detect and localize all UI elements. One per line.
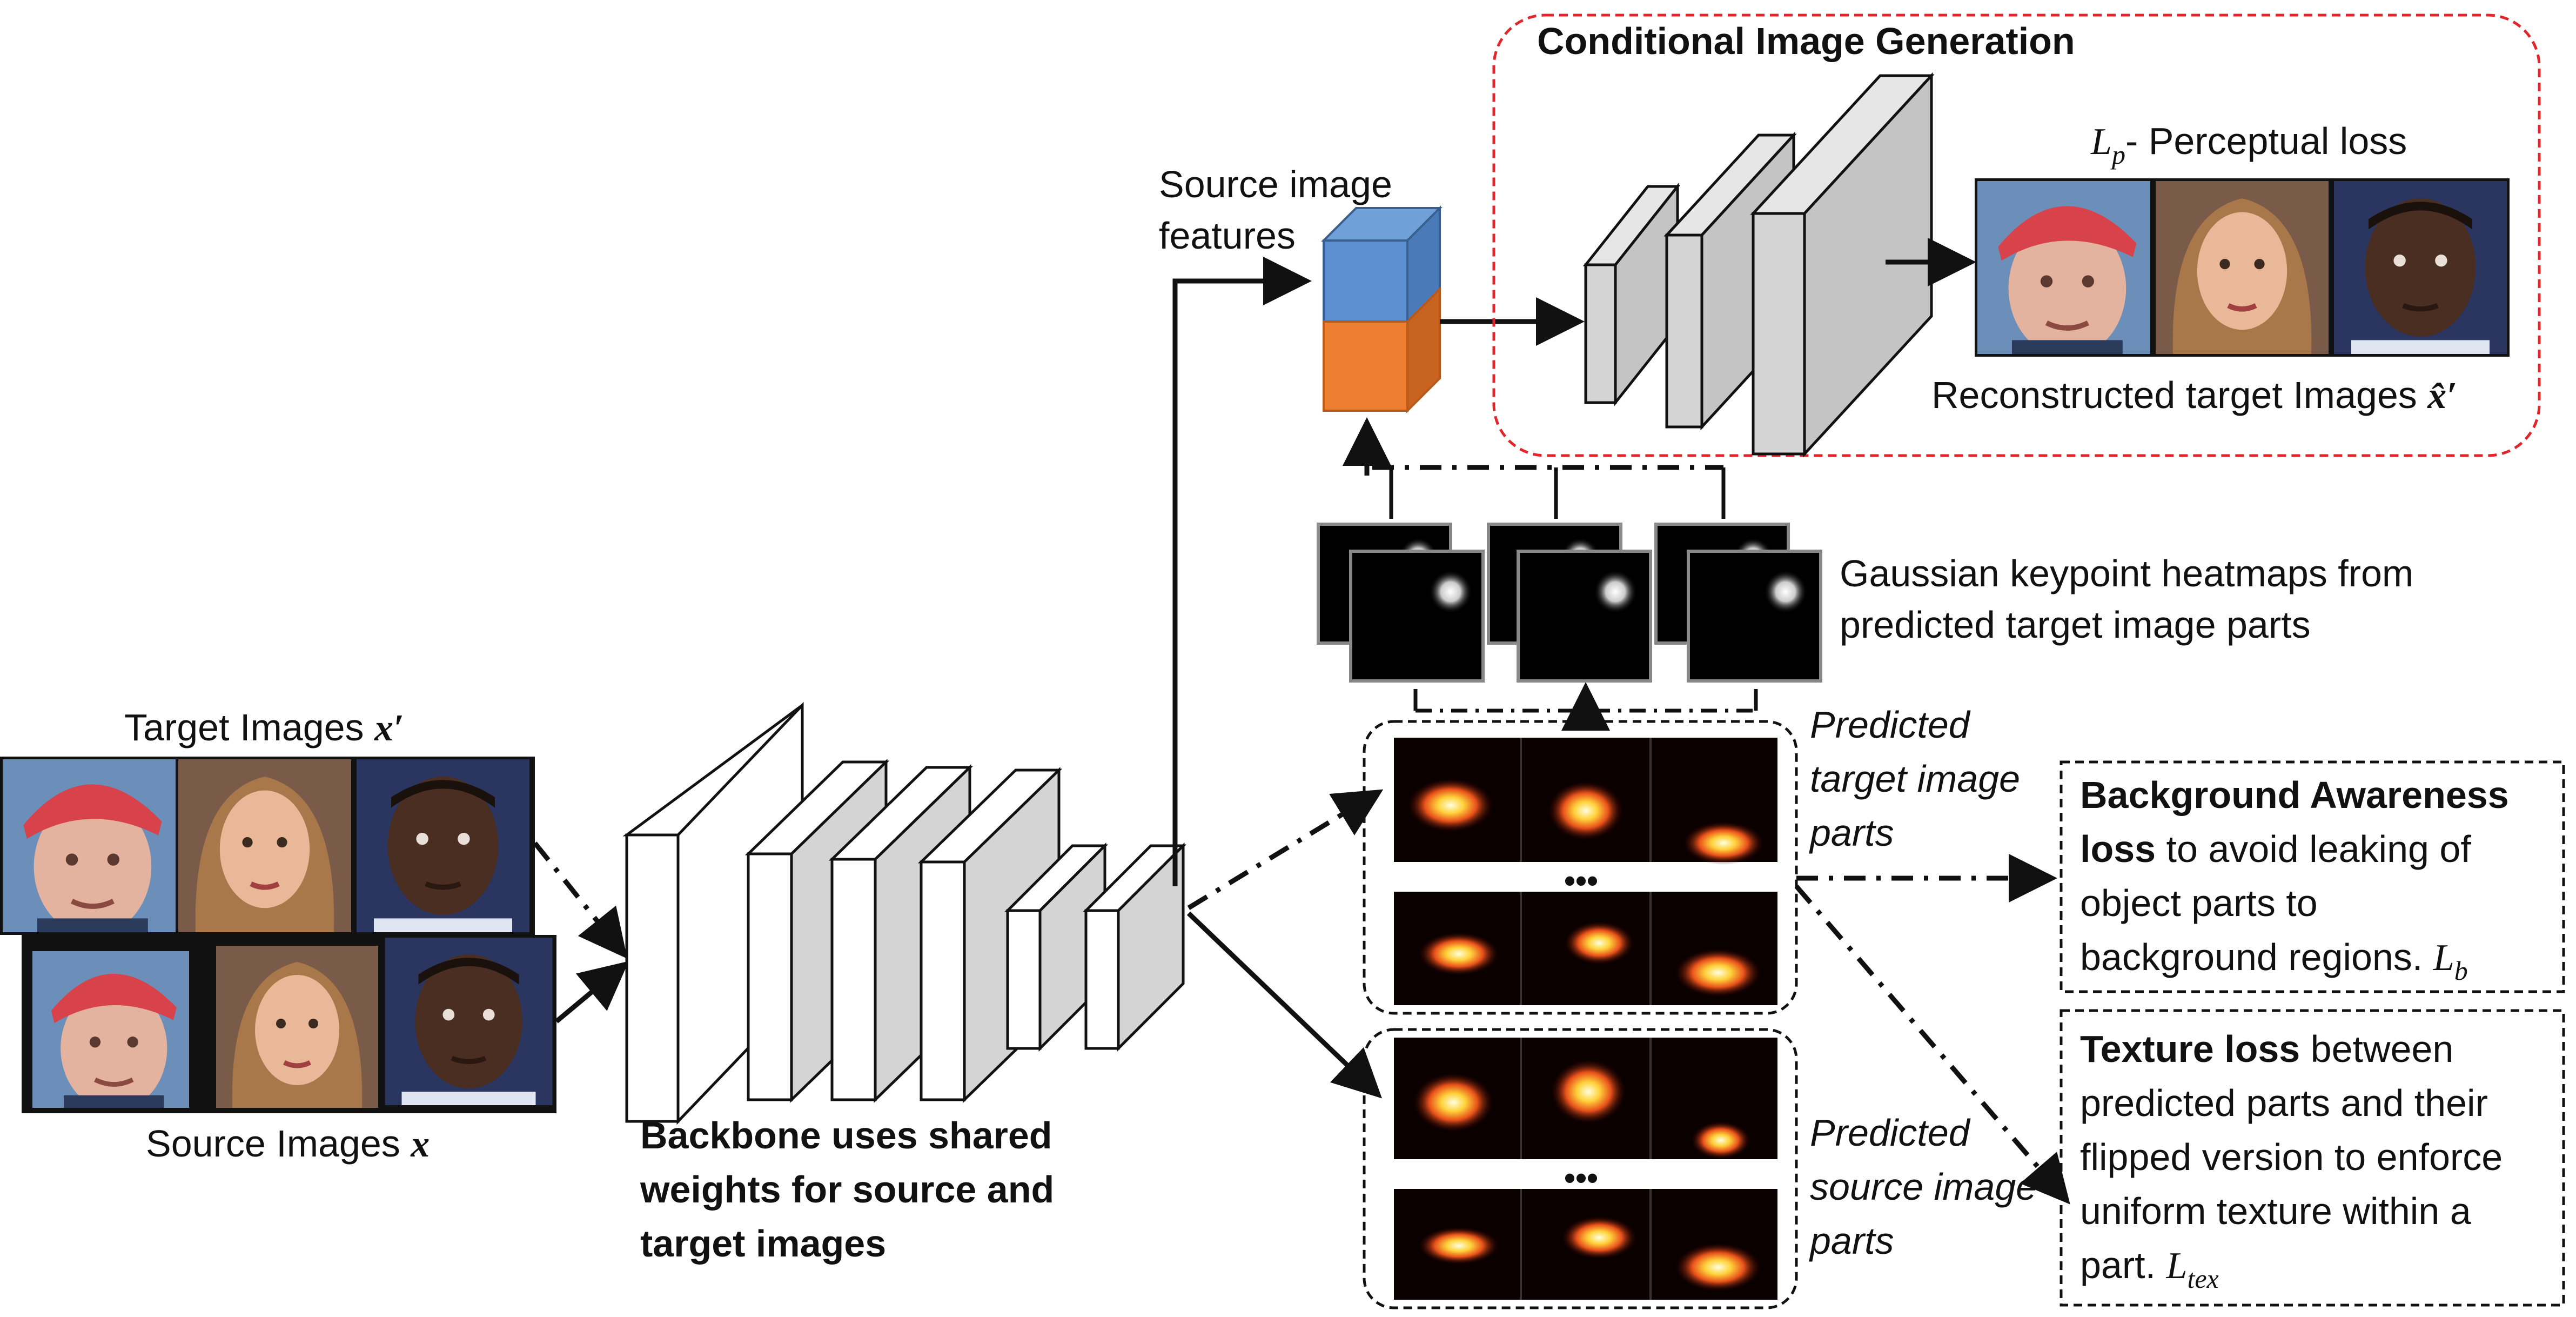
face-man-icon	[357, 759, 529, 932]
target-images-strip	[0, 757, 535, 935]
predicted-source-parts-box	[1363, 1028, 1798, 1309]
reconstructed-images-strip	[1975, 178, 2510, 357]
texture-loss-line1: Texture loss between	[2080, 1028, 2453, 1070]
face-woman-icon	[216, 946, 378, 1108]
texture-loss-line4: uniform texture within a	[2080, 1190, 2471, 1232]
source-features-label-line1: Source image	[1159, 163, 1392, 205]
face-woman-icon	[2156, 181, 2329, 354]
texture-loss-line5: part. Ltex	[2080, 1244, 2219, 1294]
perceptual-loss-label: Lp- Perceptual loss	[2090, 120, 2407, 170]
backbone-caption-line1: Backbone uses shared	[640, 1114, 1052, 1156]
pred-source-label-line1: Predicted	[1810, 1112, 1971, 1154]
heatmap-pair-3	[1654, 523, 1822, 683]
backbone-to-target-parts-arrow	[1187, 789, 1384, 910]
heatmaps-label-line1: Gaussian keypoint heatmaps from	[1840, 552, 2413, 594]
target-images-label: Target Images x′	[124, 706, 404, 749]
pred-target-label-line3: parts	[1809, 812, 1894, 854]
target-parts-row-2	[1394, 892, 1777, 1005]
source-parts-row-2	[1394, 1189, 1777, 1300]
face-old-man-icon	[32, 951, 189, 1111]
pred-target-label-line2: target image	[1810, 758, 2020, 800]
parts-to-texture-loss-arrow	[1794, 885, 2070, 1205]
face-old-man-icon	[3, 759, 176, 935]
source-to-backbone-arrow	[555, 961, 629, 1024]
reconstructed-label: Reconstructed target Images x̂′	[1931, 374, 2457, 417]
target-parts-row-1	[1394, 738, 1777, 865]
backbone-to-source-parts-arrow	[1186, 911, 1383, 1099]
face-man-icon	[385, 938, 553, 1105]
backbone-caption-line3: target images	[640, 1222, 886, 1265]
heatmap-pair-1	[1317, 523, 1485, 683]
backbone-to-features-arrow	[1172, 257, 1312, 886]
bg-loss-line4: background regions. Lb	[2080, 936, 2468, 986]
source-features-cube-bottom	[1323, 286, 1441, 413]
source-features-cube	[1321, 205, 1443, 324]
texture-loss-box	[2060, 1009, 2565, 1307]
heatmaps-stem-lines	[1389, 467, 1726, 519]
decoder-network	[1582, 72, 1935, 458]
face-woman-icon	[178, 759, 351, 932]
target-to-backbone-arrow	[533, 841, 628, 959]
pred-source-label-line3: parts	[1809, 1220, 1894, 1262]
heatmap-pair-2	[1487, 523, 1652, 683]
cig-title: Conditional Image Generation	[1537, 20, 2075, 62]
texture-loss-line3: flipped version to enforce	[2080, 1136, 2503, 1178]
pred-target-label-line1: Predicted	[1810, 704, 1971, 746]
source-images-strip	[22, 935, 556, 1113]
source-images-label: Source Images x	[146, 1122, 430, 1165]
source-parts-row-1	[1394, 1038, 1777, 1159]
predicted-target-parts-box	[1363, 720, 1798, 1015]
face-old-man-icon	[1977, 181, 2150, 357]
face-man-icon	[2334, 181, 2507, 354]
cig-box	[1492, 14, 2541, 457]
backbone-caption-line2: weights for source and	[640, 1168, 1054, 1211]
pred-source-label-line2: source image	[1810, 1166, 2037, 1208]
bg-loss-line2: loss to avoid leaking of	[2080, 828, 2471, 870]
texture-loss-line2: predicted parts and their	[2080, 1082, 2488, 1124]
source-features-label-line2: features	[1159, 215, 1296, 257]
backbone-network	[622, 701, 1187, 1125]
keypoint-heatmaps	[1317, 523, 1822, 683]
bg-loss-box	[2060, 760, 2565, 993]
bg-loss-line3: object parts to	[2080, 882, 2318, 924]
parts-stem-lines	[1413, 689, 1758, 711]
bg-loss-line1: Background Awareness	[2080, 774, 2509, 816]
heatmaps-label-line2: predicted target image parts	[1840, 604, 2311, 646]
